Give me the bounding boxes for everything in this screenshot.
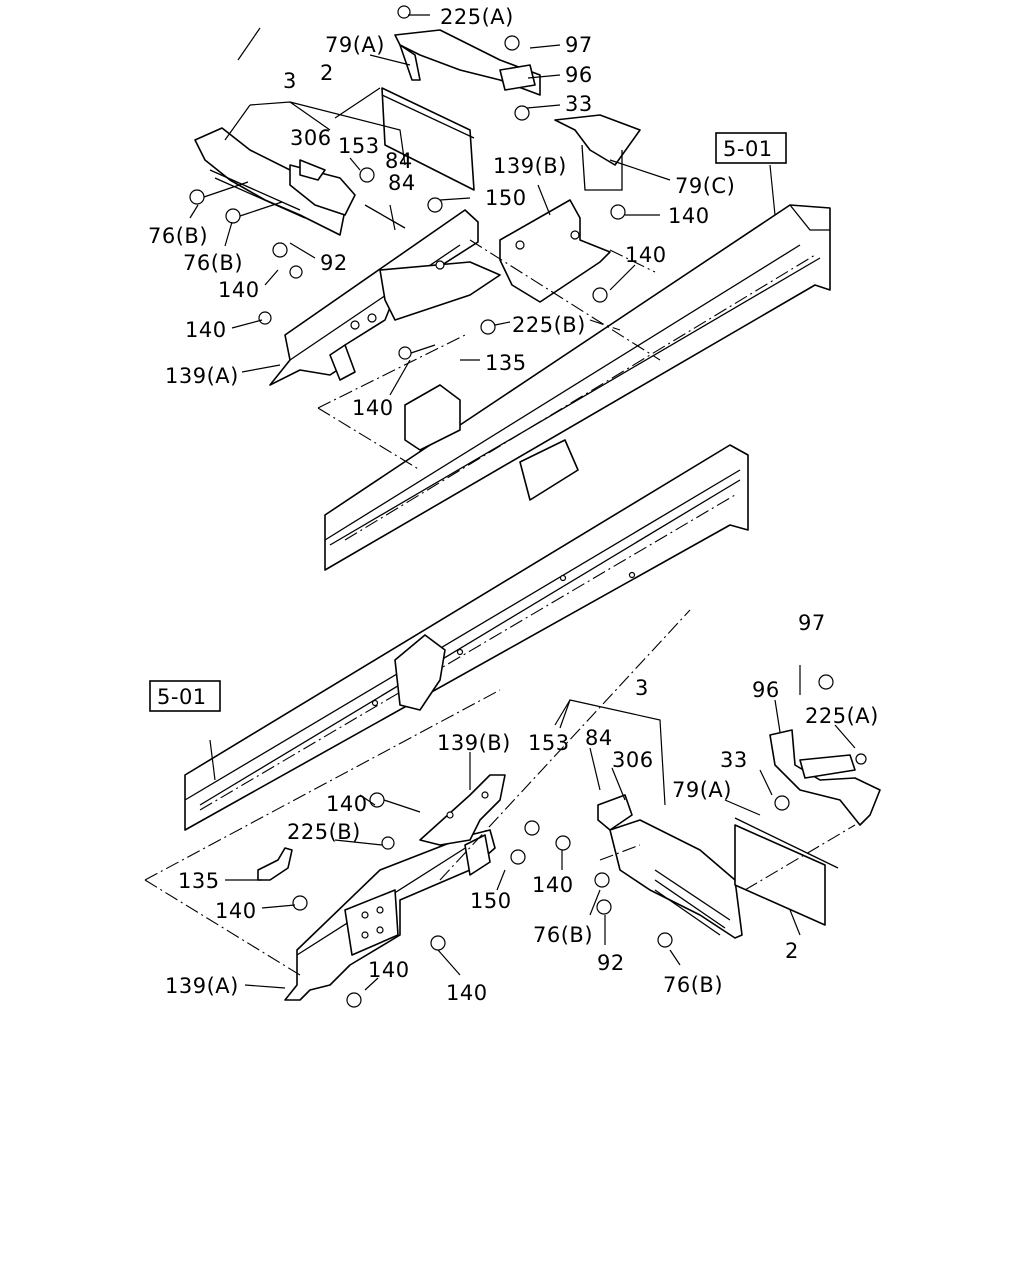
callout-96: 96 — [565, 63, 593, 87]
upper-view: 5-01 225(A) 79(A) 97 2 96 3 33 306 153 8… — [148, 5, 831, 571]
lower-frame-rail — [184, 444, 749, 831]
lower-support-rod — [769, 729, 881, 826]
upper-bracket-139B — [499, 199, 611, 303]
callout-lower-153: 153 — [528, 731, 570, 755]
callout-lower-225B: 225(B) — [287, 820, 361, 844]
callout-140b: 140 — [625, 243, 667, 267]
callout-84b: 84 — [388, 171, 416, 195]
callout-225B: 225(B) — [512, 313, 586, 337]
callout-lower-140e: 140 — [446, 981, 488, 1005]
lower-view: 5-01 97 3 96 225(A) 84 139(B) 153 33 306… — [144, 444, 881, 1008]
callout-135: 135 — [485, 351, 527, 375]
callout-lower-139A: 139(A) — [165, 974, 239, 998]
callout-lower-140a: 140 — [326, 792, 368, 816]
upper-leaders — [189, 14, 776, 396]
callout-150: 150 — [485, 186, 527, 210]
callout-76Bb: 76(B) — [183, 251, 243, 275]
lower-bracket-139B — [419, 774, 506, 846]
callout-153: 153 — [338, 134, 380, 158]
callout-lower-3: 3 — [635, 676, 649, 700]
upper-reference-box — [715, 132, 787, 164]
callout-lower-140c: 140 — [215, 899, 257, 923]
callout-lower-2: 2 — [785, 939, 799, 963]
callout-92: 92 — [320, 251, 348, 275]
callout-3: 3 — [283, 69, 297, 93]
callout-140a: 140 — [668, 204, 710, 228]
lower-reference-box — [149, 680, 221, 712]
lower-reference-label: 5-01 — [157, 685, 207, 709]
lower-mudflap-2 — [734, 817, 839, 926]
upper-reference-label: 5-01 — [723, 137, 773, 161]
callout-lower-150: 150 — [470, 889, 512, 913]
callout-lower-140d: 140 — [368, 958, 410, 982]
callout-84a: 84 — [385, 149, 413, 173]
lower-step-assembly-3 — [597, 794, 743, 939]
callout-306: 306 — [290, 126, 332, 150]
lower-center-lines — [144, 609, 856, 976]
upper-bracket-139A — [269, 209, 501, 386]
callout-33: 33 — [565, 92, 593, 116]
callout-79A: 79(A) — [325, 33, 385, 57]
callout-lower-96: 96 — [752, 678, 780, 702]
callout-lower-76Bb: 76(B) — [663, 973, 723, 997]
callout-139A: 139(A) — [165, 364, 239, 388]
callout-79C: 79(C) — [675, 174, 735, 198]
callout-lower-33: 33 — [720, 748, 748, 772]
callout-97: 97 — [565, 33, 593, 57]
callout-140c: 140 — [218, 278, 260, 302]
upper-step-assembly-3 — [194, 127, 356, 236]
callout-lower-139B: 139(B) — [437, 731, 511, 755]
callout-lower-225A: 225(A) — [805, 704, 879, 728]
callout-lower-135: 135 — [178, 869, 220, 893]
callout-lower-92: 92 — [597, 951, 625, 975]
lower-bracket-139A — [284, 829, 496, 1001]
callout-lower-306: 306 — [612, 748, 654, 772]
lower-leaders — [209, 665, 856, 991]
callout-lower-79A: 79(A) — [672, 778, 732, 802]
callout-140d: 140 — [185, 318, 227, 342]
upper-support-rod — [394, 29, 641, 191]
callout-lower-140b: 140 — [532, 873, 574, 897]
callout-76Ba: 76(B) — [148, 224, 208, 248]
callout-140e: 140 — [352, 396, 394, 420]
callout-lower-84: 84 — [585, 726, 613, 750]
callout-139B: 139(B) — [493, 154, 567, 178]
upper-frame-rail — [324, 204, 831, 571]
callout-lower-76Ba: 76(B) — [533, 923, 593, 947]
callout-225A: 225(A) — [440, 5, 514, 29]
upper-fasteners — [189, 5, 626, 360]
callout-2: 2 — [320, 61, 334, 85]
callout-lower-97: 97 — [798, 611, 826, 635]
upper-center-lines — [317, 239, 661, 471]
